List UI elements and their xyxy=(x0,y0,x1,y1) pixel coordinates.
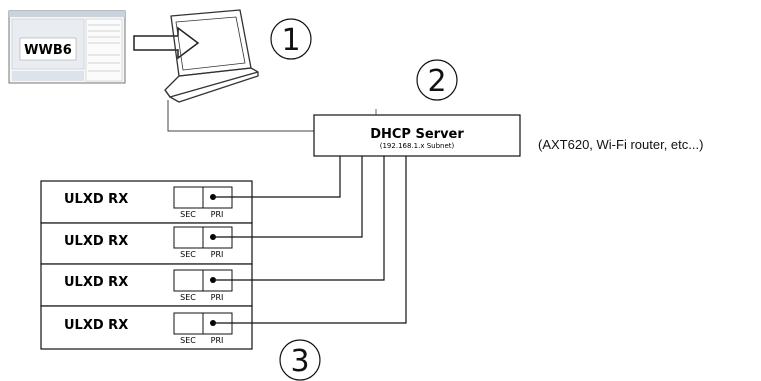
step-1-marker: 1 xyxy=(270,18,312,60)
dhcp-server-box: DHCP Server (192.168.1.x Subnet) xyxy=(313,114,521,157)
step-1-number: 1 xyxy=(281,23,300,58)
receiver-label: ULXD RX xyxy=(64,275,128,290)
laptop-icon xyxy=(164,9,259,103)
arrow-icon xyxy=(133,26,200,60)
cable-receiver-3 xyxy=(213,156,385,281)
receiver-unit: ULXD RX SEC PRI xyxy=(40,222,253,265)
receiver-unit: ULXD RX SEC PRI xyxy=(40,180,253,224)
cable-receiver-4 xyxy=(213,156,407,324)
ethernet-cables xyxy=(213,156,407,324)
pri-port-label: PRI xyxy=(211,210,224,219)
receiver-label: ULXD RX xyxy=(64,318,128,333)
dhcp-server-note: (AXT620, Wi-Fi router, etc...) xyxy=(538,137,703,152)
receiver-rack: ULXD RX SEC PRI ULXD RX SEC PRI ULXD RX … xyxy=(40,180,253,350)
cable-receiver-1 xyxy=(213,156,341,198)
laptop-cable xyxy=(167,100,314,132)
sec-port-label: SEC xyxy=(180,336,196,345)
sec-port-label: SEC xyxy=(180,293,196,302)
receiver-unit: ULXD RX SEC PRI xyxy=(40,263,253,307)
step-3-number: 3 xyxy=(290,344,309,379)
cable-receiver-2 xyxy=(213,156,363,238)
sec-port-label: SEC xyxy=(180,250,196,259)
software-screenshot: WWB6 xyxy=(8,10,126,84)
receiver-label: ULXD RX xyxy=(64,234,128,249)
receiver-unit: ULXD RX SEC PRI xyxy=(40,305,253,350)
step-2-marker: 2 xyxy=(416,59,458,101)
pri-port-label: PRI xyxy=(211,336,224,345)
sec-port-label: SEC xyxy=(180,210,196,219)
dhcp-server-subnet: (192.168.1.x Subnet) xyxy=(380,142,455,150)
software-label: WWB6 xyxy=(24,43,72,58)
receiver-label: ULXD RX xyxy=(64,192,128,207)
dhcp-server-title: DHCP Server xyxy=(370,127,464,142)
step-3-marker: 3 xyxy=(279,339,321,381)
step-2-number: 2 xyxy=(427,64,446,99)
pri-port-label: PRI xyxy=(211,293,224,302)
pri-port-label: PRI xyxy=(211,250,224,259)
